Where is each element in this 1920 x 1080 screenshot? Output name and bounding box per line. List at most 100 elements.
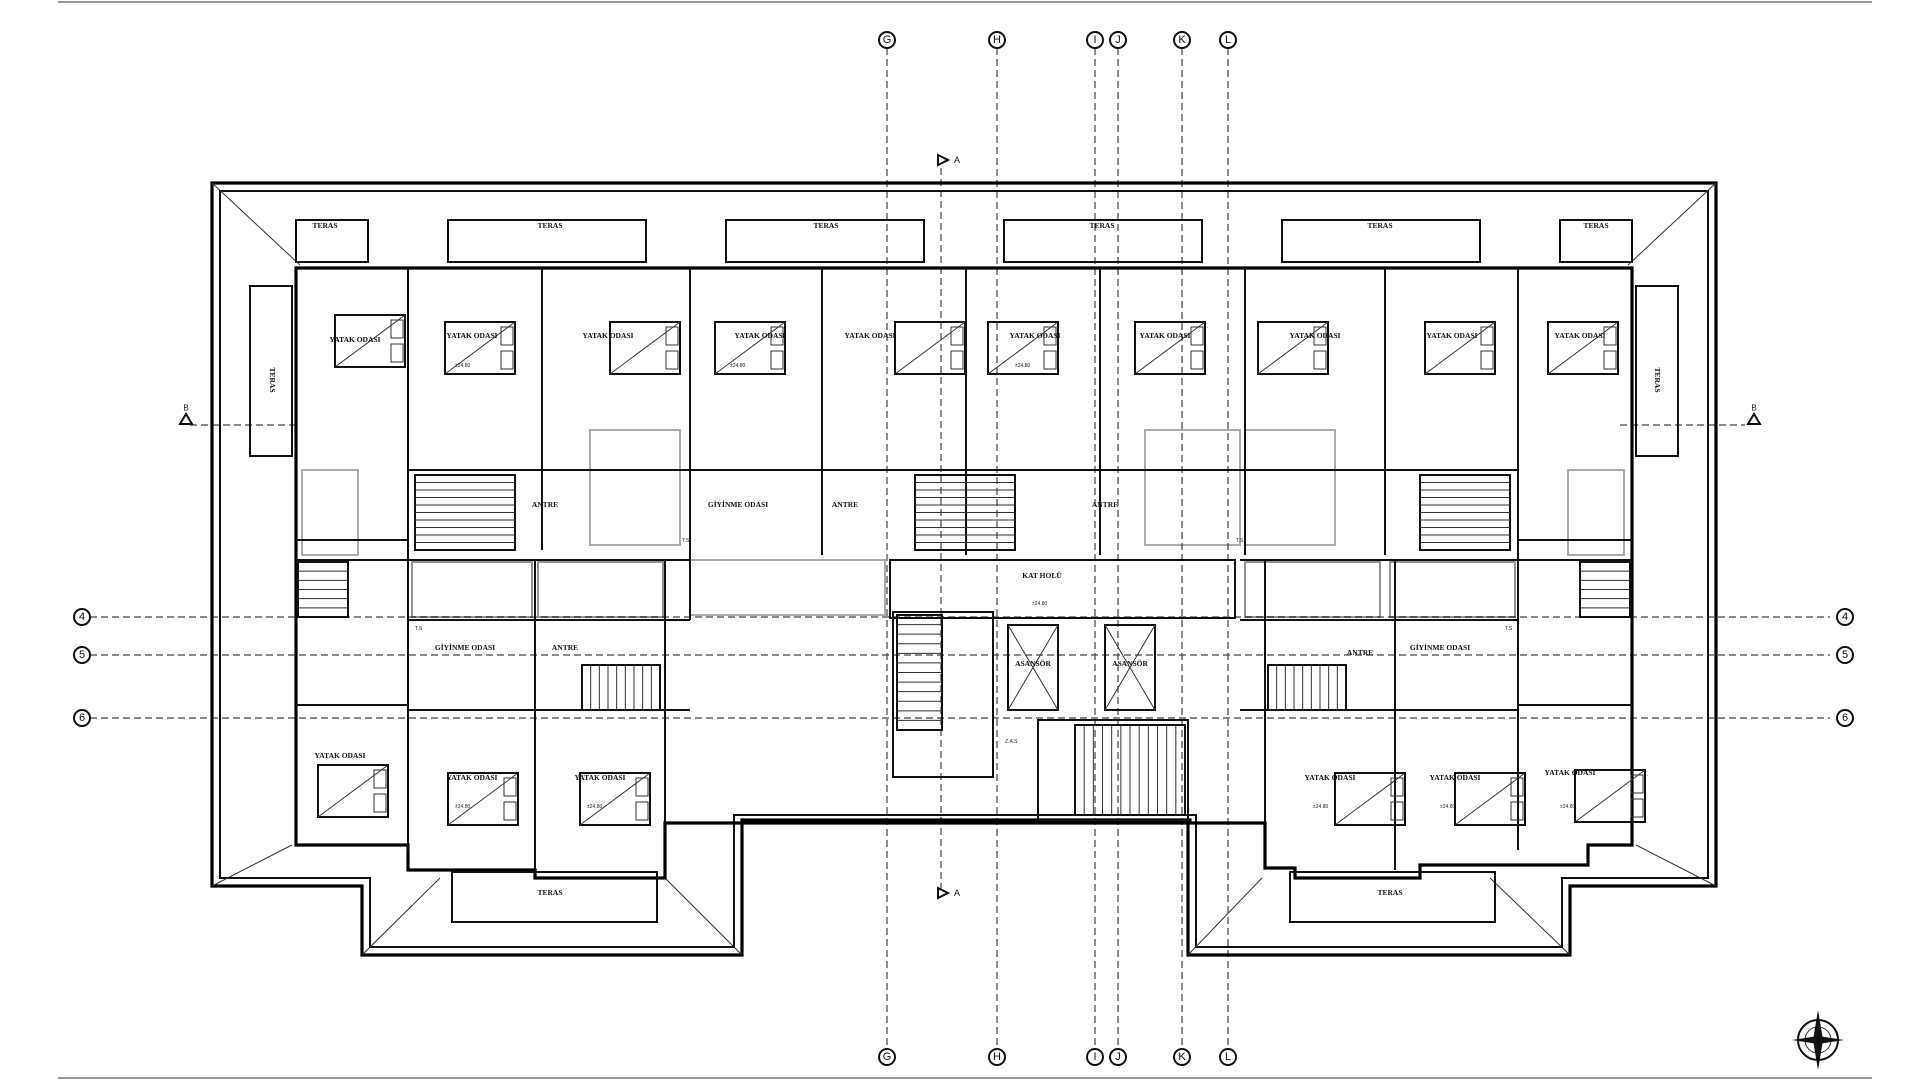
section-a-bottom-arrow: [937, 886, 951, 900]
lift-note: Z.A.S: [1005, 739, 1018, 745]
bed-10: [1547, 321, 1619, 375]
stair-unit-6: [297, 561, 349, 618]
room-label-bedroom-14: YATAK ODASI: [1305, 773, 1356, 782]
room-label-bedroom-2: YATAK ODASI: [447, 331, 498, 340]
axis-label-j-bottom: J: [1115, 1051, 1121, 1063]
room-label-terrace-right: TERAS: [1653, 367, 1662, 392]
room-label-antre-5: ANTRE: [1347, 648, 1373, 657]
room-label-elevator-1: ASANSÖR: [1015, 659, 1051, 668]
wet-area-4: [1389, 561, 1516, 618]
axis-label-i: I: [1093, 34, 1096, 46]
core-stair-left: [892, 611, 994, 778]
room-label-terrace-2: TERAS: [537, 221, 562, 230]
axis-bubble-5-right: [1836, 646, 1854, 664]
stair-unit-3: [1419, 474, 1511, 551]
level-tag-5: ±24.80: [587, 804, 602, 810]
room-label-dressing-3: GİYİNME ODASI: [1410, 642, 1470, 652]
north-arrow-icon: [1792, 1010, 1844, 1070]
room-label-bedroom-9: YATAK ODASI: [1427, 331, 1478, 340]
bed-5: [894, 321, 966, 375]
stair-unit-2: [914, 474, 1016, 551]
elevator-2: [1104, 624, 1156, 711]
section-b-right-label: B: [1751, 404, 1756, 413]
level-tag-4: ±24.80: [455, 804, 470, 810]
axis-bubble-h-bottom: [988, 1048, 1006, 1066]
stair-tag-1: T.S: [682, 538, 690, 544]
wet-areas: [301, 429, 1625, 618]
room-label-bedroom-6: YATAK ODASI: [1010, 331, 1061, 340]
room-label-bedroom-16: YATAK ODASI: [1545, 768, 1596, 777]
room-label-bedroom-13: YATAK ODASI: [575, 773, 626, 782]
room-label-terrace-4: TERAS: [1089, 221, 1114, 230]
balconies: [249, 219, 1679, 923]
level-tag-hall: ±24.80: [1032, 601, 1047, 607]
core-stair-right: [1037, 719, 1189, 821]
roof-outline: [210, 181, 1718, 957]
axis-label-i-bottom: I: [1093, 1051, 1096, 1063]
wet-area-7: [1244, 429, 1336, 546]
room-label-bedroom-4: YATAK ODASI: [735, 331, 786, 340]
wet-area-9: [1567, 469, 1625, 556]
room-label-bedroom-3: YATAK ODASI: [583, 331, 634, 340]
axis-label-l: L: [1225, 34, 1231, 46]
stair-unit-7: [1579, 561, 1631, 618]
bed-13: [579, 772, 651, 826]
room-label-antre-1: ANTRE: [532, 500, 558, 509]
wet-area-5: [589, 429, 681, 546]
room-label-antre-4: ANTRE: [552, 643, 578, 652]
axis-label-l-bottom: L: [1225, 1051, 1231, 1063]
section-a-top-arrow: [937, 153, 951, 167]
section-b-left-label: B: [183, 404, 188, 413]
beds: [317, 314, 1646, 826]
room-label-elevator-2: ASANSÖR: [1112, 659, 1148, 668]
level-tag-6: ±24.80: [1313, 804, 1328, 810]
bed-8: [1257, 321, 1329, 375]
room-label-bedroom-12: YATAK ODASI: [447, 773, 498, 782]
stair-tag-3: T.S: [415, 626, 423, 632]
room-label-dressing-2: GİYİNME ODASI: [435, 642, 495, 652]
section-b-left-arrow: [178, 412, 194, 425]
balcony-top-5: [1281, 219, 1481, 263]
bed-12: [447, 772, 519, 826]
balcony-bottom-left: [451, 871, 658, 923]
axis-bubble-k-bottom: [1173, 1048, 1191, 1066]
section-markers: A A B B: [178, 153, 1762, 900]
grid-bubbles: [73, 31, 1854, 1066]
level-tag-3: ±24.80: [1015, 363, 1030, 369]
corridor-floor: [889, 559, 1236, 619]
stair-core-left: [896, 614, 943, 731]
axis-bubble-5-left: [73, 646, 91, 664]
vertical-grid-axes: [886, 48, 1229, 1048]
axis-bubble-4-left: [73, 608, 91, 626]
room-label-bedroom-11: YATAK ODASI: [315, 751, 366, 760]
axis-bubble-j-bottom: [1109, 1048, 1127, 1066]
axis-bubble-l-bottom: [1219, 1048, 1237, 1066]
level-tag-2: ±24.80: [730, 363, 745, 369]
elevator-1: [1007, 624, 1059, 711]
bed-11: [317, 764, 389, 818]
balcony-top-6: [1559, 219, 1633, 263]
room-label-bedroom-10: YATAK ODASI: [1555, 331, 1606, 340]
room-label-bedroom-8: YATAK ODASI: [1290, 331, 1341, 340]
axis-bubble-g-top: [878, 31, 896, 49]
stair-unit-5: [1267, 664, 1347, 711]
axis-label-4-right: 4: [1842, 611, 1848, 623]
room-label-floor-hall: KAT HOLÜ: [1022, 571, 1062, 580]
axis-bubble-i-bottom: [1086, 1048, 1104, 1066]
axis-label-k: K: [1178, 34, 1186, 46]
balcony-top-4: [1003, 219, 1203, 263]
room-label-terrace-8: TERAS: [1377, 888, 1402, 897]
central-core: [889, 559, 1236, 821]
axis-bubble-g-bottom: [878, 1048, 896, 1066]
room-label-dressing-1: GİYİNME ODASI: [708, 499, 768, 509]
stair-tag-4: T.S: [1505, 626, 1513, 632]
bed-1: [334, 314, 406, 368]
balcony-top-2: [447, 219, 647, 263]
axis-label-5-right: 5: [1842, 649, 1848, 661]
level-tag-1: ±24.80: [455, 363, 470, 369]
room-label-terrace-3: TERAS: [813, 221, 838, 230]
room-label-terrace-5: TERAS: [1367, 221, 1392, 230]
bed-16: [1574, 769, 1646, 823]
stair-core-right: [1074, 724, 1186, 816]
